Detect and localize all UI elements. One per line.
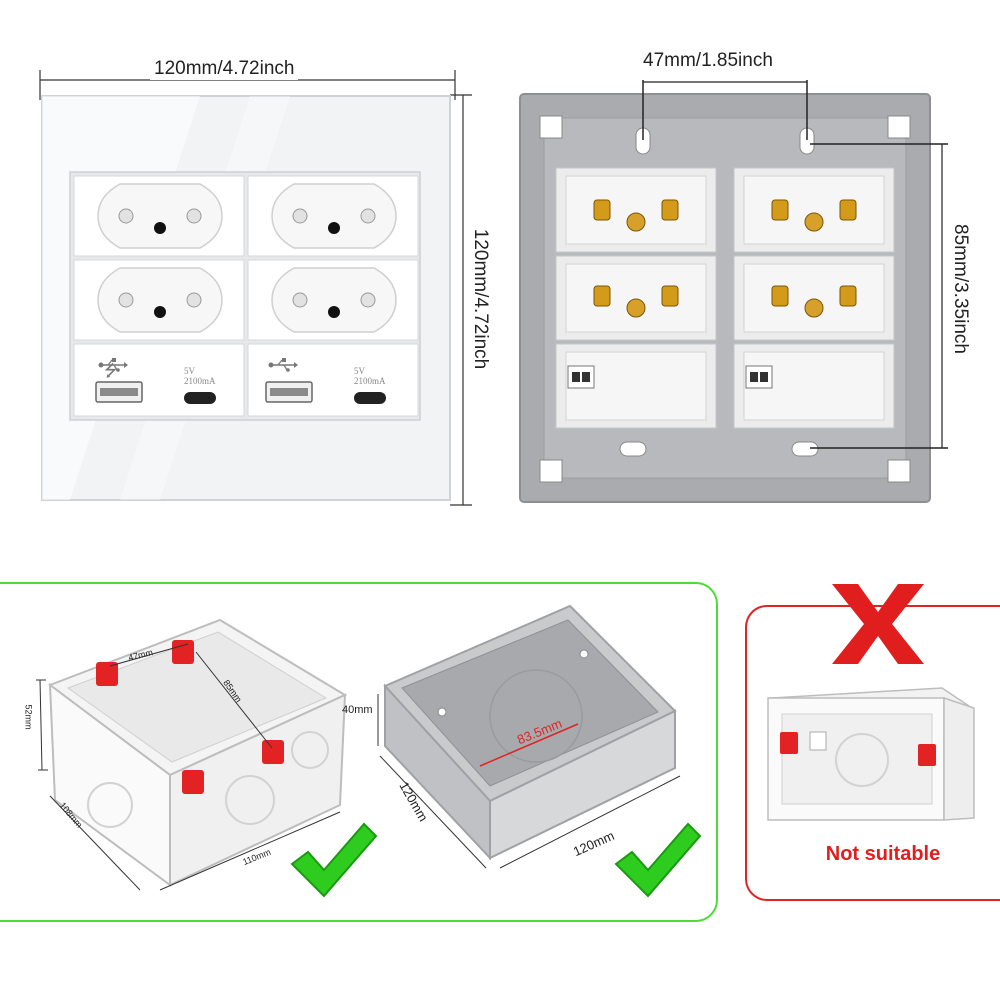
back-panel-section: 47mm/1.85inch 85mm/3.35inch bbox=[500, 0, 1000, 520]
usb-spec-right: 5V 2100mA bbox=[354, 366, 386, 386]
width-dimension-label: 120mm/4.72inch bbox=[150, 58, 299, 80]
usb-icon bbox=[268, 358, 298, 372]
front-panel-section: ⭍ 5V 2100mA bbox=[0, 0, 500, 520]
usb-spec-current: 2100mA bbox=[354, 376, 386, 386]
back-panel-drawing bbox=[519, 80, 948, 503]
usb-spec-left: 5V 2100mA bbox=[184, 366, 216, 386]
suitable-boxes-panel bbox=[0, 582, 718, 922]
outlet-module-left-top bbox=[73, 175, 245, 257]
vertical-spacing-label: 85mm/3.35inch bbox=[949, 179, 971, 399]
usb-module-left: ⭍ bbox=[73, 343, 245, 417]
usb-module-right bbox=[247, 343, 419, 417]
rear-outlet-module bbox=[555, 167, 717, 253]
rear-usb-module bbox=[555, 343, 717, 429]
not-suitable-label: Not suitable bbox=[825, 843, 941, 865]
svg-text:⭍: ⭍ bbox=[104, 362, 117, 380]
rear-outlet-module bbox=[733, 255, 895, 341]
metal-box-illustration: 40mm 83.5mm 120mm 120mm bbox=[340, 596, 700, 896]
usb-spec-voltage: 5V bbox=[184, 366, 195, 376]
usb-spec-current: 2100mA bbox=[184, 376, 216, 386]
rear-outlet-module bbox=[733, 167, 895, 253]
front-panel-drawing: ⭍ bbox=[39, 70, 472, 506]
height-dimension-label: 120mm/4.72inch bbox=[469, 199, 491, 399]
outlet-module-right-middle bbox=[247, 259, 419, 341]
plastic-box-illustration: 47mm 85mm 52mm 108mm 110mm bbox=[10, 600, 370, 900]
check-icon bbox=[612, 820, 702, 900]
outlet-module-left-middle bbox=[73, 259, 245, 341]
outlet-module-right-top bbox=[247, 175, 419, 257]
usb-icon bbox=[98, 358, 128, 372]
rear-outlet-module bbox=[555, 255, 717, 341]
check-icon bbox=[288, 820, 378, 900]
rear-usb-module bbox=[733, 343, 895, 429]
unsuitable-box-illustration bbox=[762, 678, 988, 828]
plastic-box-depth: 52mm bbox=[23, 704, 34, 730]
red-x-icon bbox=[828, 578, 928, 668]
hole-spacing-label: 47mm/1.85inch bbox=[640, 50, 776, 72]
usb-spec-voltage: 5V bbox=[354, 366, 365, 376]
metal-box-depth: 40mm bbox=[342, 704, 373, 716]
